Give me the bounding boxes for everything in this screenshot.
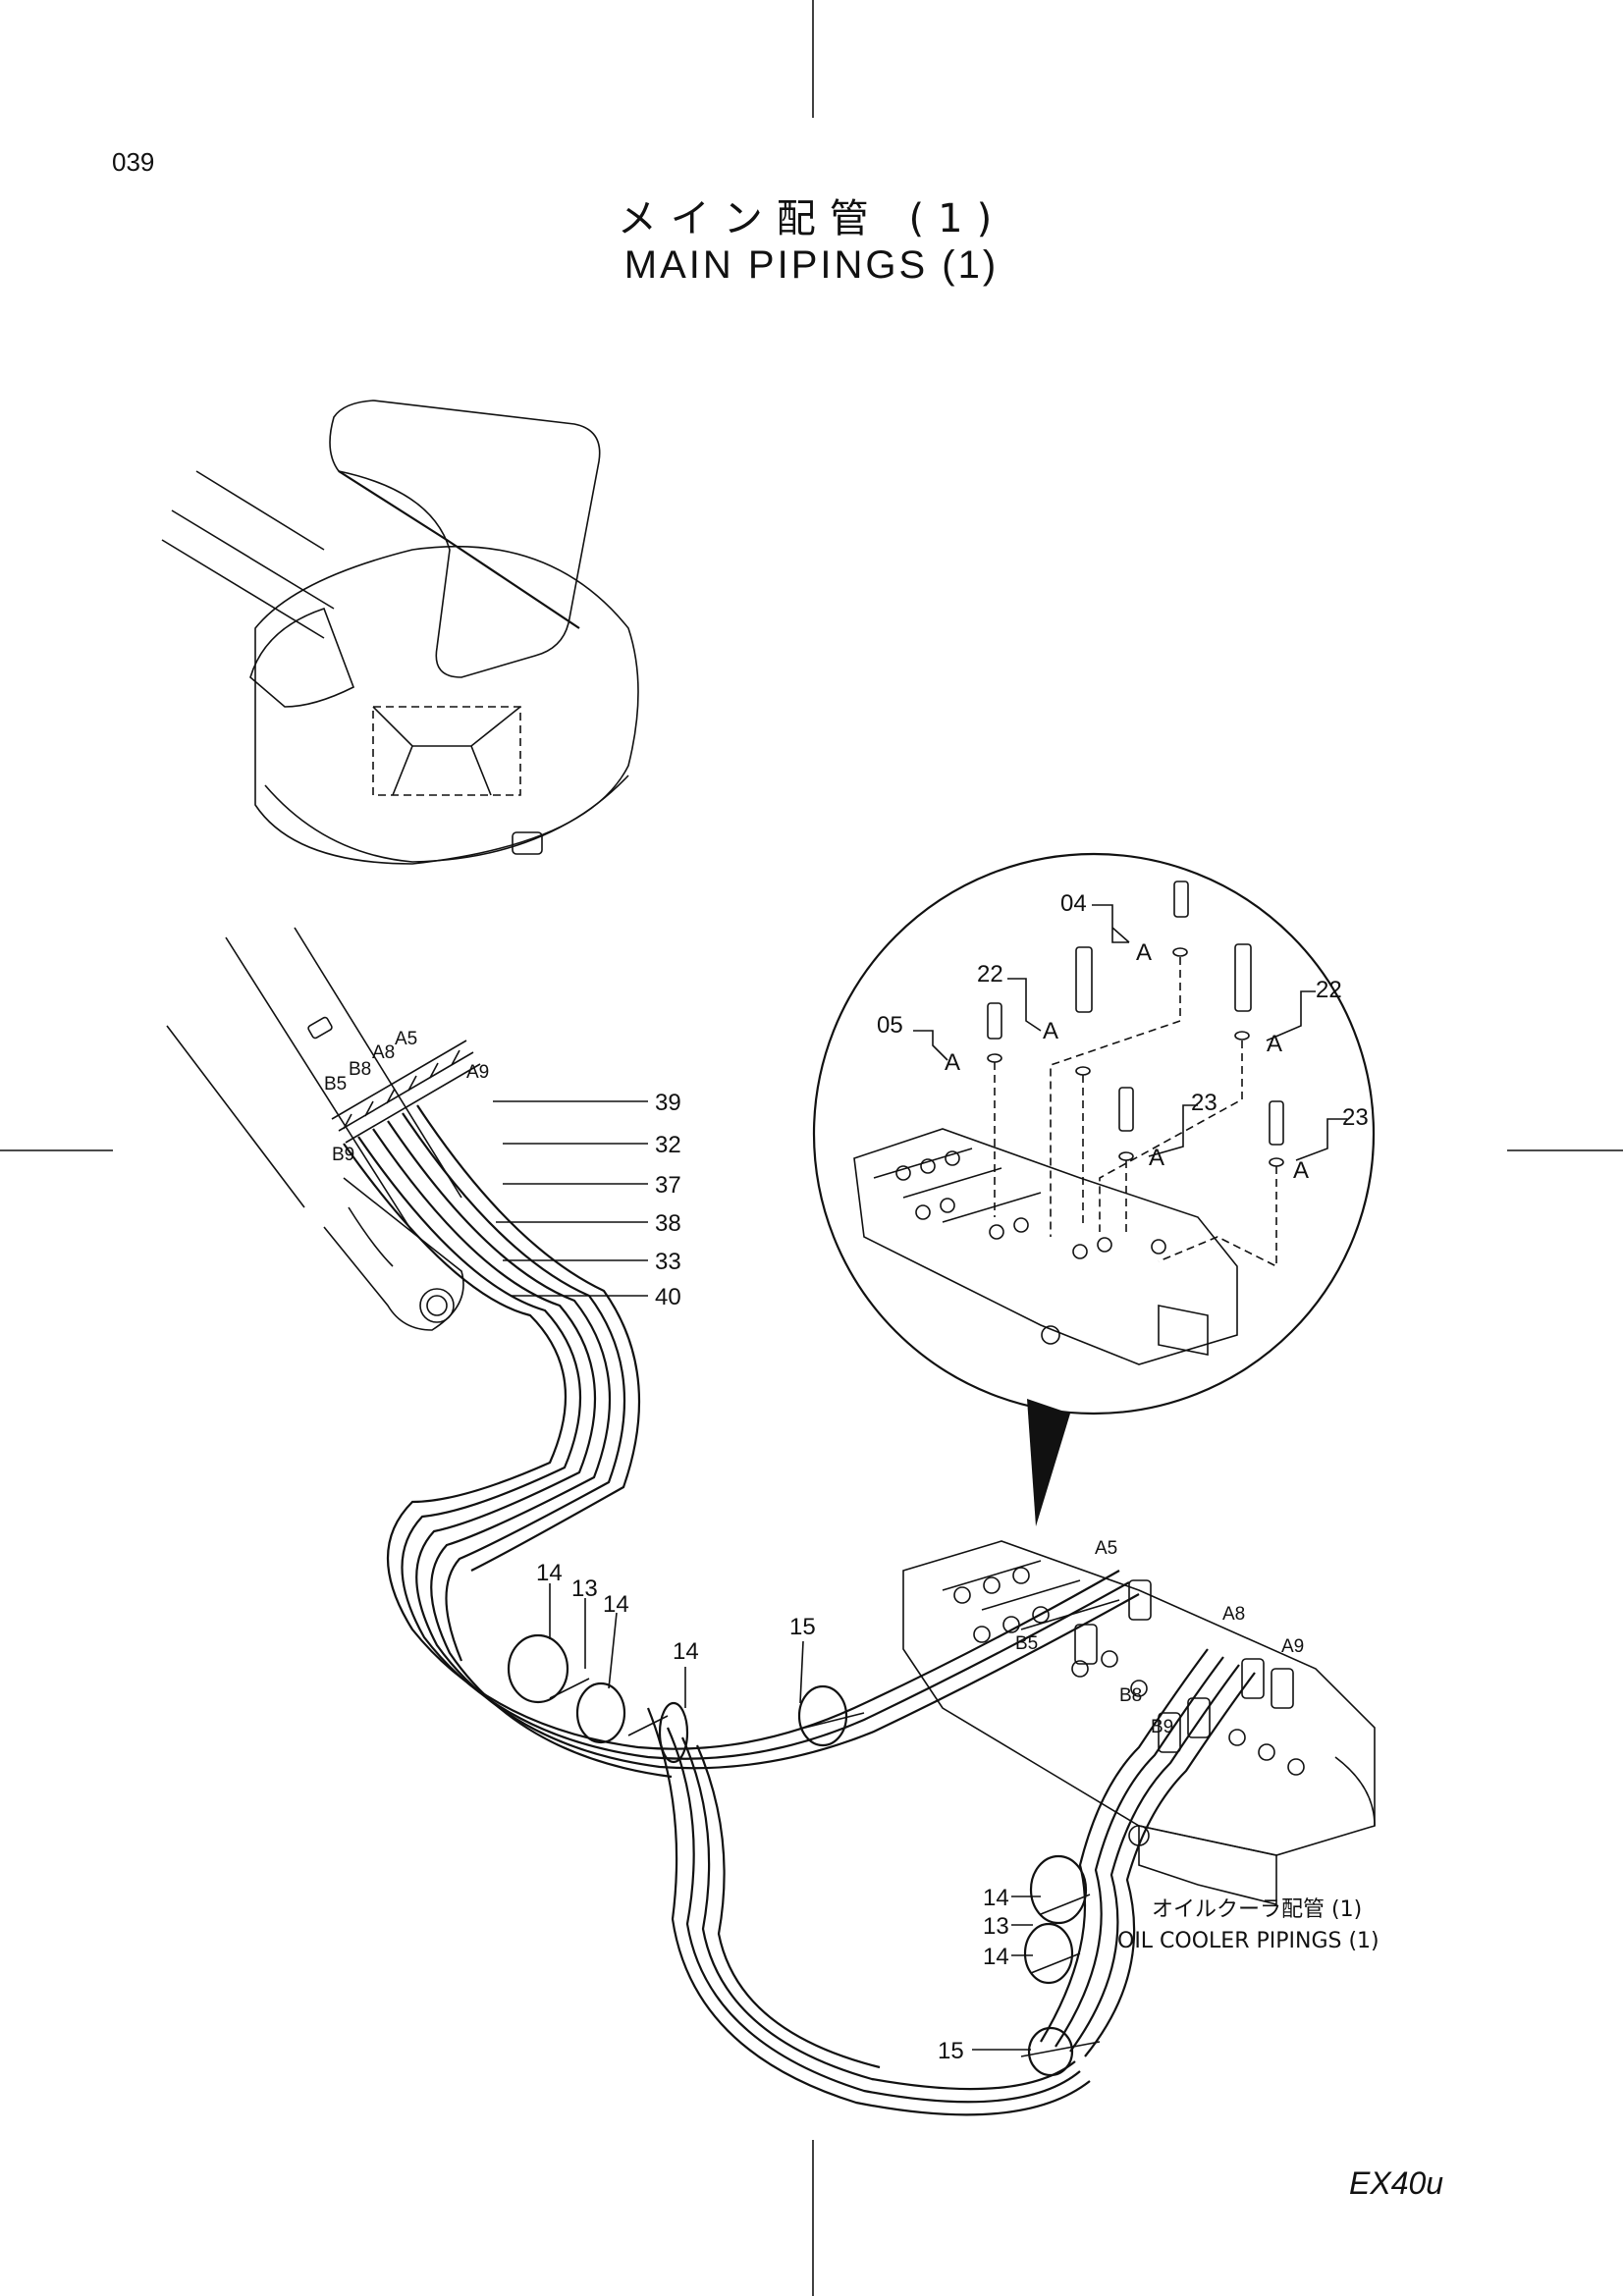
callout-22-detail-left: 22 (977, 961, 1003, 988)
port-label-b9-valve: B9 (1151, 1717, 1173, 1737)
callout-14-a: 14 (536, 1560, 563, 1586)
port-label-a5-boom: A5 (395, 1029, 417, 1049)
detail-valve-holes (895, 1150, 1166, 1259)
port-label-a9-valve: A9 (1281, 1636, 1304, 1657)
callout-14-b: 14 (603, 1591, 629, 1618)
port-label-a8-valve: A8 (1222, 1604, 1245, 1625)
callout-37: 37 (655, 1172, 681, 1199)
detail-ref-a-1: A (1136, 939, 1152, 966)
hose-bundle (343, 1104, 1256, 2116)
detail-pointer-arrow (1027, 1399, 1070, 1526)
callout-14-c: 14 (673, 1638, 699, 1665)
detail-ref-a-5: A (1149, 1145, 1164, 1171)
boom-section (166, 927, 464, 1331)
callout-15-a: 15 (789, 1614, 816, 1640)
page-title-en: MAIN PIPINGS (1) (623, 243, 1000, 287)
model-code: EX40u (1349, 2165, 1444, 2201)
clamps (507, 1633, 1101, 2077)
detail-ref-a-6: A (1293, 1157, 1309, 1184)
callout-14-d: 14 (983, 1885, 1009, 1911)
callout-38: 38 (655, 1210, 681, 1237)
detail-ref-a-3: A (945, 1049, 960, 1076)
boom-leader-lines (493, 1100, 648, 1297)
port-label-b8-boom: B8 (349, 1059, 371, 1080)
callout-23-detail-right: 23 (1342, 1104, 1369, 1131)
callout-40: 40 (655, 1284, 681, 1310)
callout-04-detail: 04 (1060, 890, 1087, 917)
oil-cooler-note-jp: オイルクーラ配管 (1) (1152, 1897, 1362, 1922)
detail-ref-a-2: A (1043, 1018, 1058, 1044)
callout-13-b: 13 (983, 1913, 1009, 1940)
port-label-a5-valve: A5 (1095, 1538, 1117, 1559)
port-label-b5-valve: B5 (1015, 1633, 1038, 1654)
callout-15-b: 15 (938, 2038, 964, 2064)
callout-05-detail: 05 (877, 1012, 903, 1039)
callout-23-detail-left: 23 (1191, 1090, 1217, 1116)
detail-ref-a-4: A (1267, 1031, 1282, 1057)
port-label-a8-boom: A8 (372, 1042, 395, 1063)
detail-view (812, 852, 1376, 1526)
boom-fittings (331, 1040, 481, 1144)
page-number: 039 (112, 147, 155, 177)
port-label-a9-boom: A9 (466, 1062, 489, 1083)
page-title-jp: メイン配管 (1) (617, 196, 1006, 241)
valve-bolt-holes (953, 1567, 1305, 1776)
callout-33: 33 (655, 1249, 681, 1275)
callout-32: 32 (655, 1132, 681, 1158)
control-valve (902, 1540, 1376, 1906)
clamp-leader-lines (549, 1583, 1041, 2051)
port-label-b5-boom: B5 (324, 1074, 347, 1095)
callout-14-e: 14 (983, 1944, 1009, 1970)
callout-22-detail-right: 22 (1316, 977, 1342, 1003)
callout-39: 39 (655, 1090, 681, 1116)
excavator-overview (161, 400, 639, 865)
oil-cooler-note-en: OIL COOLER PIPINGS (1) (1117, 1929, 1380, 1953)
port-label-b8-valve: B8 (1119, 1685, 1142, 1706)
callout-13-a: 13 (571, 1575, 598, 1602)
